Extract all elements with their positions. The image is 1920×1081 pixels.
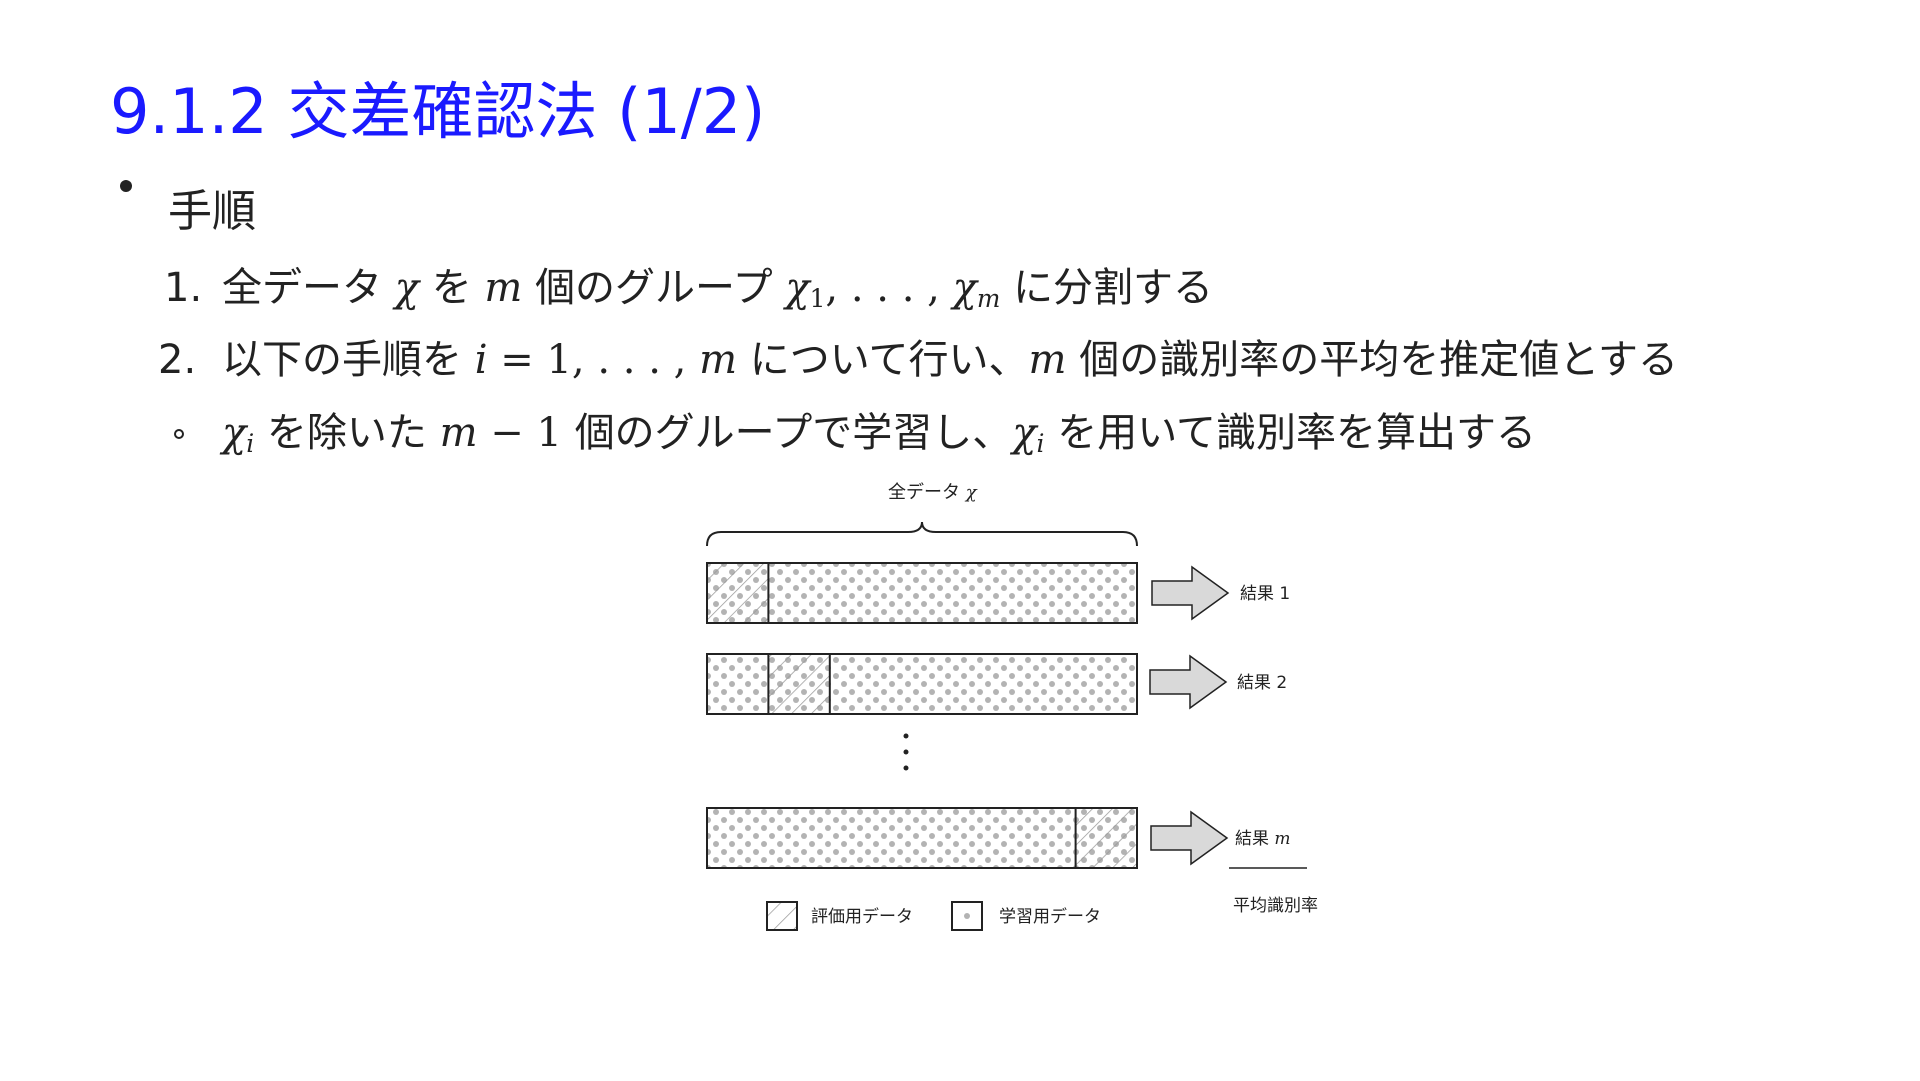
average-label: 平均識別率 [1233,896,1318,916]
legend-train-dot [964,913,970,919]
step-2-text-c: 個の識別率の平均を推定値とする [1079,337,1679,383]
result-label-m: 結果 m [1235,829,1291,849]
step-1-text-b: を [431,265,472,311]
step-1-text: 全データ χ を m 個のグループ χ1, . . . , χm に分割する [222,260,1213,327]
data-brace [706,521,1138,547]
step-1-sym-chi: χ [394,265,419,311]
substep-text-b: 個のグループで学習し、 [574,410,1013,456]
ellipsis-dot [903,749,909,755]
bullet-marker [120,180,132,192]
substep-sub-i-2: i [1036,429,1045,459]
step-2-sym-m: m [1028,337,1067,383]
result-arrow [1150,810,1229,866]
step-1-sub-m: m [976,284,1001,314]
step-1-number: 1. [164,265,203,311]
legend-eval-label: 評価用データ [811,906,913,927]
eval-block [1074,807,1138,869]
bullet-heading: 手順 [168,186,256,237]
eval-block [706,562,770,624]
fold-row: 結果 m [706,807,1291,869]
step-2-expr-m: m [699,337,738,383]
step-1-sym-chi-m: χ [952,265,977,311]
step-1-text-a: 全データ [222,265,382,311]
substep-sym-chi: χ [222,410,247,456]
legend-train-label: 学習用データ [999,906,1101,927]
step-2-number: 2. [158,337,197,383]
substep-text-c: を用いて識別率を算出する [1057,410,1537,456]
ellipsis-dot [903,765,909,771]
fold-row: 結果 1 [706,562,1290,624]
step-1-sym-m: m [484,265,523,311]
step-2-text: 以下の手順を i = 1, . . . , m について行い、m 個の識別率の平… [222,332,1678,388]
substep-expr-m: m [439,410,478,456]
step-1-text-d: に分割する [1013,265,1214,311]
fold-row: 結果 2 [706,653,1287,715]
substep-text-a: を除いた [266,410,427,456]
step-1-sym-chi-1: χ [785,265,810,311]
step-2-expr-eq: = 1, . . . , [500,337,687,383]
substep-sym-chi-2: χ [1012,410,1037,456]
step-2-text-b: について行い、 [749,337,1029,383]
result-label-1: 結果 1 [1240,584,1290,604]
substep-text: χi を除いた m − 1 個のグループで学習し、χi を用いて識別率を算出する [222,405,1536,472]
page-title: 9.1.2 交差確認法 (1/2) [110,75,766,148]
brace-label: 全データ χ [888,482,978,503]
legend-eval-swatch [766,901,798,931]
step-2-expr-i: i [474,337,488,383]
data-bar [706,807,1138,869]
result-arrow [1149,654,1228,710]
step-1-text-c: 個のグループ [535,265,773,311]
step-1-sub-1: 1 [809,284,826,314]
ellipsis-dot [903,733,909,739]
data-bar [706,562,1138,624]
substep-sub-i: i [246,429,255,459]
step-2-text-a: 以下の手順を [222,337,462,383]
result-arrow [1151,565,1230,621]
sub-bullet-marker [174,429,184,439]
result-label-2: 結果 2 [1237,673,1287,693]
step-1-dots: , . . . , [825,265,940,311]
substep-expr-rest: − 1 [490,410,562,456]
eval-block [767,653,831,715]
